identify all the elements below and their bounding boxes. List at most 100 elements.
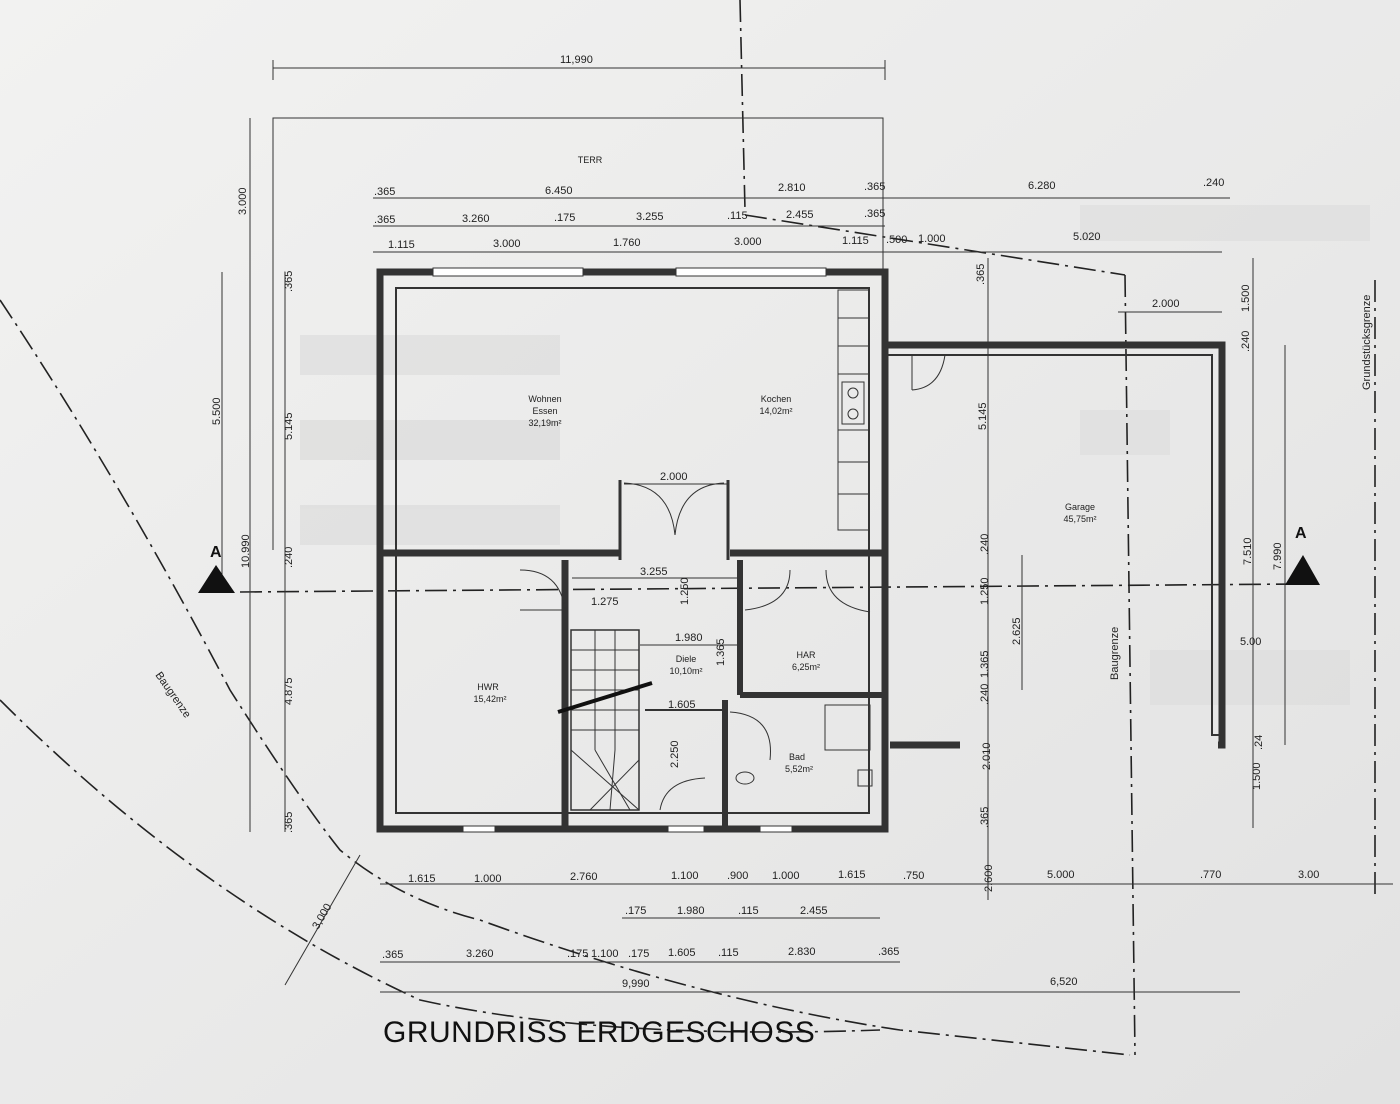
dim-top-r1-2: 2.810	[778, 182, 806, 194]
dim-bot-r1-7: .750	[903, 870, 924, 882]
dim-bot-r3-0: .365	[382, 949, 403, 961]
dim-right-6: 1.500	[1251, 762, 1263, 790]
dim-bot-r1-2: 2.760	[570, 871, 598, 883]
dim-top-r3-7: 5.020	[1073, 231, 1101, 243]
room-hwr-name: HWR	[477, 682, 499, 692]
room-har-name: HAR	[796, 650, 816, 660]
dim-bot-r3-7: 2.830	[788, 946, 816, 958]
dim-inner-3: 1.275	[591, 596, 619, 608]
dim-top-r3-4: 1.115	[842, 235, 869, 247]
dim-top-r3-2: 1.760	[613, 237, 641, 249]
dim-top-r2-2: .175	[554, 212, 575, 224]
terrace: TERR	[272, 117, 884, 550]
baugrenze-right-label: Baugrenze	[1109, 627, 1121, 680]
dim-garage-4: 2.625	[1011, 617, 1023, 645]
dim-inner-5: 1.365	[715, 638, 727, 666]
dim-bot-r1-8: 5.000	[1047, 869, 1075, 881]
dim-bot-r1-3: 1.100	[671, 870, 699, 882]
dim-right-5: .24	[1253, 735, 1265, 750]
dim-right-4: 5.00	[1240, 636, 1261, 648]
dim-top-r2-0: .365	[374, 214, 395, 226]
dim-bot-r3-1: 3.260	[466, 948, 494, 960]
dim-bot-r3-2: .175	[567, 948, 588, 960]
dim-bot-r2-0: .175	[625, 905, 646, 917]
dim-top-r3-3: 3.000	[734, 236, 762, 248]
room-bad-area: 5,52m²	[785, 764, 813, 774]
room-garage-area: 45,75m²	[1063, 514, 1096, 524]
dimensions-top: 11,990 .365 6.450 2.810 .365 6.280 .240 …	[272, 54, 1230, 253]
section-arrow-right-icon	[1285, 555, 1320, 585]
dim-right-3: 7.990	[1272, 542, 1284, 570]
dim-left-0: 3.000	[237, 187, 249, 215]
dim-bot-r3-6: .115	[718, 947, 739, 959]
dim-bot-r3-4: .175	[628, 948, 649, 960]
dim-overall-bottom-right: 6,520	[1050, 976, 1078, 988]
dim-bot-r3-3: 1.100	[591, 948, 619, 960]
dim-bot-r1-9: .770	[1200, 869, 1221, 881]
dim-left-7: .365	[283, 812, 295, 833]
section-markers: A A	[198, 525, 1320, 593]
section-marker-left-label: A	[210, 544, 222, 561]
dim-top-r3-6: 1.000	[918, 233, 946, 245]
dim-top-r2-3: 3.255	[636, 211, 664, 223]
dim-left-6: 4.875	[283, 677, 295, 705]
dim-inner-6: 1.605	[668, 699, 696, 711]
dim-garage-7: 2.010	[981, 742, 993, 770]
room-hwr-area: 15,42m²	[473, 694, 506, 704]
room-wohnen-area: 32,19m²	[528, 418, 561, 428]
room-garage-name: Garage	[1065, 502, 1095, 512]
dim-inner-0: 2.000	[660, 471, 688, 483]
dim-top-r1-0: .365	[374, 186, 395, 198]
room-wohnen-name1: Wohnen	[528, 394, 561, 404]
dim-bot-r1-0: 1.615	[408, 873, 436, 885]
dim-right-7: 2.000	[1152, 298, 1180, 310]
dim-left-1: 5.500	[211, 397, 223, 425]
dim-top-r1-1: 6.450	[545, 185, 573, 197]
dim-left-4: 5.145	[283, 412, 295, 440]
dim-top-r3-0: 1.115	[388, 239, 415, 251]
dim-bot-r3-5: 1.605	[668, 947, 696, 959]
dim-right-2: 7.510	[1242, 537, 1254, 565]
dimensions-right: 1.500 .240 7.510 7.990 5.00 .24 1.500 2.…	[1118, 258, 1286, 828]
dim-top-r1-5: .240	[1203, 177, 1224, 189]
dim-garage-2: .240	[979, 534, 991, 555]
dim-top-r2-5: 2.455	[786, 209, 814, 221]
dim-right-0: 1.500	[1240, 284, 1252, 312]
dim-inner-2: 1.250	[679, 577, 691, 605]
section-arrow-left-icon	[198, 565, 235, 593]
dim-top-r1-4: 6.280	[1028, 180, 1056, 192]
dim-top-r1-3: .365	[864, 181, 885, 193]
dim-garage-1: 5.145	[977, 402, 989, 430]
dim-garage-8: .365	[979, 807, 991, 828]
dim-bot-r3-8: .365	[878, 946, 899, 958]
dim-inner-4: 1.980	[675, 632, 703, 644]
dim-top-r3-1: 3.000	[493, 238, 521, 250]
drawing-title: GRUNDRISS ERDGESCHOSS	[383, 1016, 815, 1049]
dim-bot-r1-10: 3.00	[1298, 869, 1319, 881]
dim-garage-9: 2.600	[983, 864, 995, 892]
dim-top-r2-4: .115	[727, 210, 748, 222]
section-marker-right-label: A	[1295, 525, 1307, 542]
dimensions-inner: 2.000 3.255 1.250 1.275 1.980 1.365 1.60…	[572, 471, 740, 768]
dim-bot-r1-4: .900	[727, 870, 748, 882]
bleed-through-marks	[300, 205, 1370, 705]
room-har-area: 6,25m²	[792, 662, 820, 672]
boundary-lines	[0, 0, 1376, 1056]
dim-garage-0: .365	[975, 264, 987, 285]
dim-garage-6: .240	[979, 684, 991, 705]
dim-inner-1: 3.255	[640, 566, 668, 578]
dim-left-3: .365	[283, 271, 295, 292]
room-labels: Wohnen Essen 32,19m² Kochen 14,02m² Gara…	[473, 394, 1096, 774]
grundstuecksgrenze-label: Grundstücksgrenze	[1361, 295, 1373, 390]
room-diele-name: Diele	[676, 654, 697, 664]
dim-top-r2-6: .365	[864, 208, 885, 220]
terrace-label: TERR	[578, 155, 603, 165]
house-walls	[376, 267, 889, 833]
dim-bot-r2-2: .115	[738, 905, 759, 917]
dim-bot-r1-6: 1.615	[838, 869, 866, 881]
room-kochen-name: Kochen	[761, 394, 792, 404]
dim-bot-r2-3: 2.455	[800, 905, 828, 917]
room-kochen-area: 14,02m²	[759, 406, 792, 416]
